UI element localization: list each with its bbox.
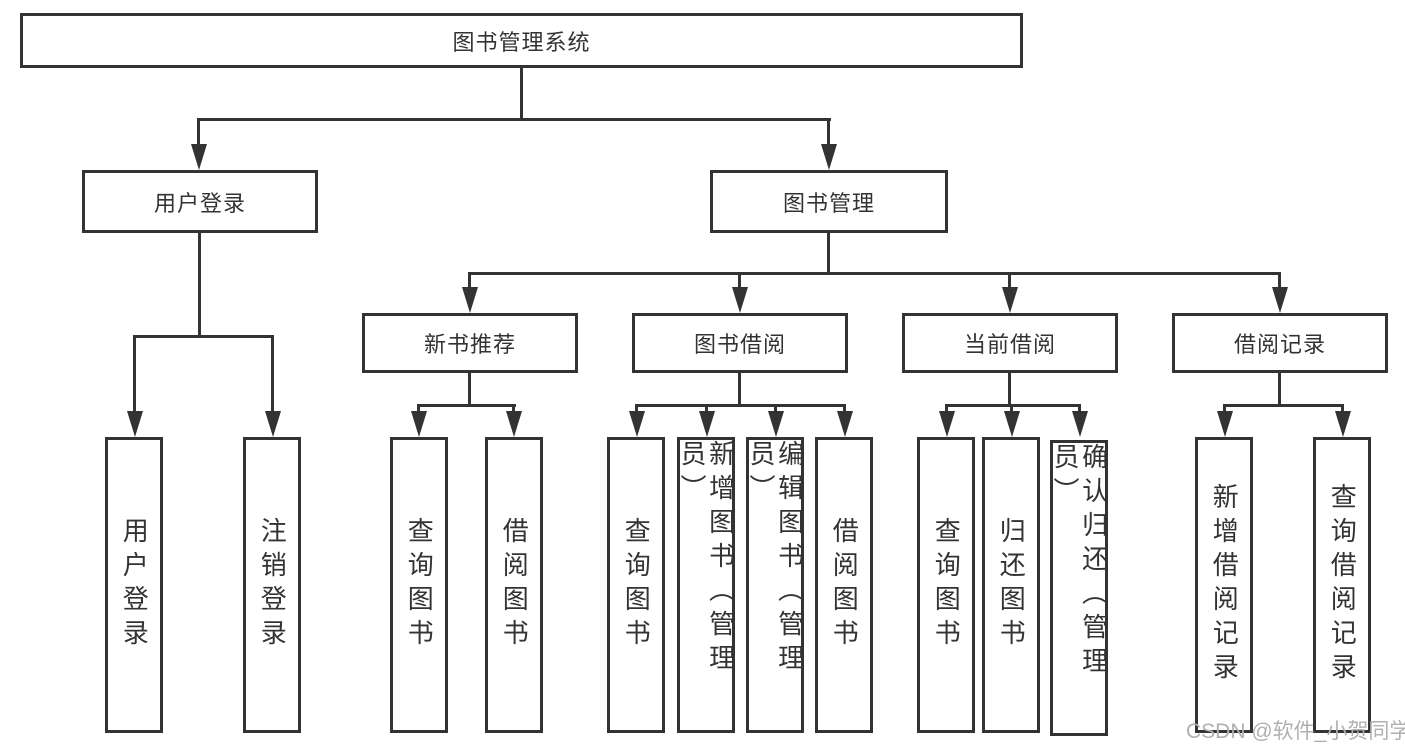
arrow-into-leaf-logout xyxy=(264,335,281,437)
connector-borrowing-stem xyxy=(738,373,741,406)
leaf-records-add-record: 新增借阅记录 xyxy=(1195,437,1253,733)
connector-current-stem xyxy=(1008,373,1011,406)
connector-current-rail xyxy=(945,404,1081,407)
leaf-current-return-books: 归还图书 xyxy=(982,437,1040,733)
node-borrowing-records: 借阅记录 xyxy=(1172,313,1388,373)
connector-records-stem xyxy=(1278,373,1281,406)
connector-root-rail xyxy=(197,118,831,121)
connector-borrowing-rail xyxy=(635,404,845,407)
arrow-into-recommend-query-books xyxy=(410,404,427,437)
arrow-into-records-add-record xyxy=(1216,404,1233,437)
arrow-into-user-login xyxy=(190,118,207,170)
connector-recommend-stem xyxy=(468,373,471,406)
leaf-recommend-query-books: 查询图书 xyxy=(390,437,448,733)
arrow-into-current-borrowing xyxy=(1001,272,1018,313)
arrow-into-borrowing-add-books xyxy=(698,404,715,437)
leaf-current-confirm-return-admin: 确认归还（管理员） xyxy=(1050,440,1109,736)
connector-book-management-stem xyxy=(827,233,830,274)
connector-records-rail xyxy=(1223,404,1344,407)
arrow-into-book-management xyxy=(820,118,837,170)
leaf-borrowing-query-books: 查询图书 xyxy=(607,437,665,733)
leaf-logout: 注销登录 xyxy=(243,437,301,733)
leaf-current-query-books: 查询图书 xyxy=(917,437,975,733)
node-root: 图书管理系统 xyxy=(20,13,1023,68)
node-current-borrowing: 当前借阅 xyxy=(902,313,1118,373)
arrow-into-borrowing-query-books xyxy=(628,404,645,437)
arrow-into-borrowing-edit-books xyxy=(767,404,784,437)
leaf-borrowing-edit-books-admin: 编辑图书（管理员） xyxy=(746,437,805,733)
arrow-into-current-return-books xyxy=(1003,404,1020,437)
leaf-borrowing-borrow-books: 借阅图书 xyxy=(815,437,873,733)
leaf-borrowing-add-books-admin: 新增图书（管理员） xyxy=(677,437,736,733)
arrow-into-recommend-borrow-books xyxy=(505,404,522,437)
arrow-into-records-query-record xyxy=(1334,404,1351,437)
connector-book-management-rail xyxy=(469,272,1281,275)
connector-user-login-rail xyxy=(133,335,274,338)
connector-recommend-rail xyxy=(418,404,516,407)
connector-root-stem xyxy=(520,68,523,118)
arrow-into-current-query-books xyxy=(938,404,955,437)
node-new-book-recommend: 新书推荐 xyxy=(362,313,578,373)
connector-user-login-stem xyxy=(198,233,201,337)
node-book-borrowing: 图书借阅 xyxy=(632,313,848,373)
node-book-management: 图书管理 xyxy=(710,170,948,233)
csdn-watermark: CSDN @软件_小贺同学 xyxy=(1186,720,1405,743)
arrow-into-borrowing-records xyxy=(1271,272,1288,313)
leaf-recommend-borrow-books: 借阅图书 xyxy=(485,437,543,733)
arrow-into-current-confirm-return xyxy=(1071,404,1088,437)
arrow-into-new-book-recommend xyxy=(461,272,478,313)
arrow-into-book-borrowing xyxy=(731,272,748,313)
node-user-login: 用户登录 xyxy=(82,170,318,233)
leaf-user-login: 用户登录 xyxy=(105,437,163,733)
leaf-records-query-record: 查询借阅记录 xyxy=(1313,437,1371,733)
arrow-into-borrowing-borrow-books xyxy=(836,404,853,437)
arrow-into-leaf-user-login xyxy=(126,335,143,437)
